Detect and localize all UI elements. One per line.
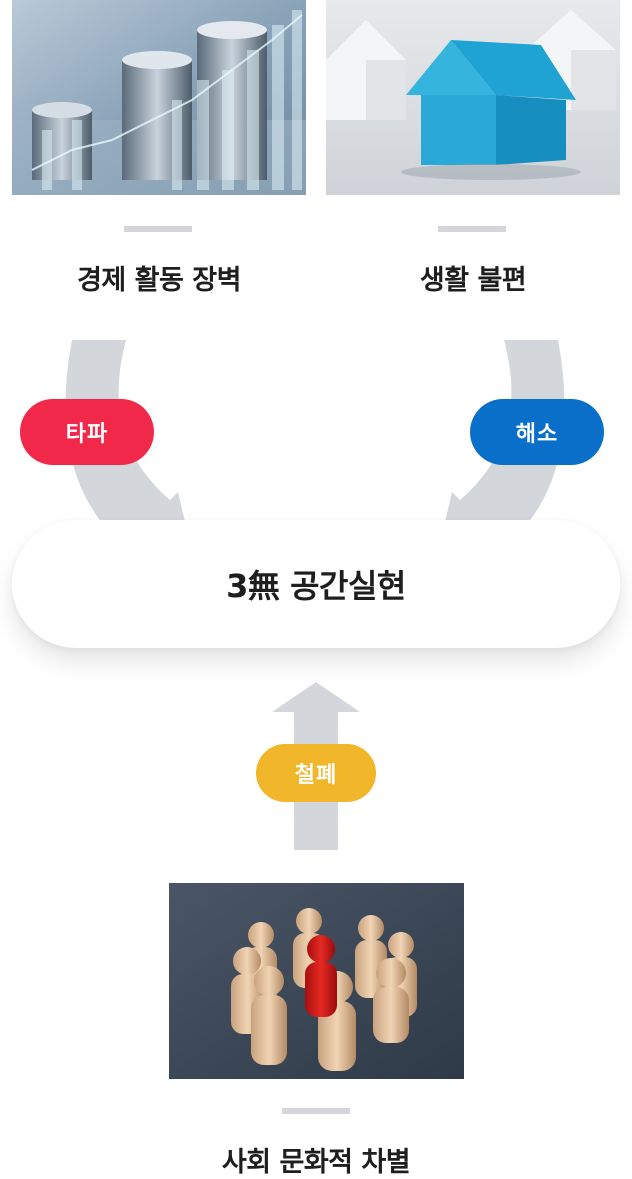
coins-chart-photo (12, 0, 306, 195)
caption-economic: 경제 활동 장벽 (77, 265, 241, 296)
caption-dash (438, 226, 506, 232)
center-goal-label: 3無 공간실현 (226, 567, 406, 605)
caption-dash (124, 226, 192, 232)
people-figures-photo (169, 883, 464, 1079)
abolish-pill: 철폐 (256, 744, 376, 802)
caption-dash (282, 1108, 350, 1114)
resolve-pill: 해소 (470, 399, 604, 465)
caption-social: 사회 문화적 차별 (221, 1147, 411, 1178)
blue-house-icon (326, 0, 620, 195)
caption-living: 생활 불편 (419, 265, 527, 296)
coins-growth-chart-icon (12, 0, 306, 195)
break-pill: 타파 (20, 399, 154, 465)
blue-house-photo (326, 0, 620, 195)
wooden-people-figures-icon (169, 883, 464, 1079)
center-goal-box: 3無 공간실현 (12, 520, 620, 648)
